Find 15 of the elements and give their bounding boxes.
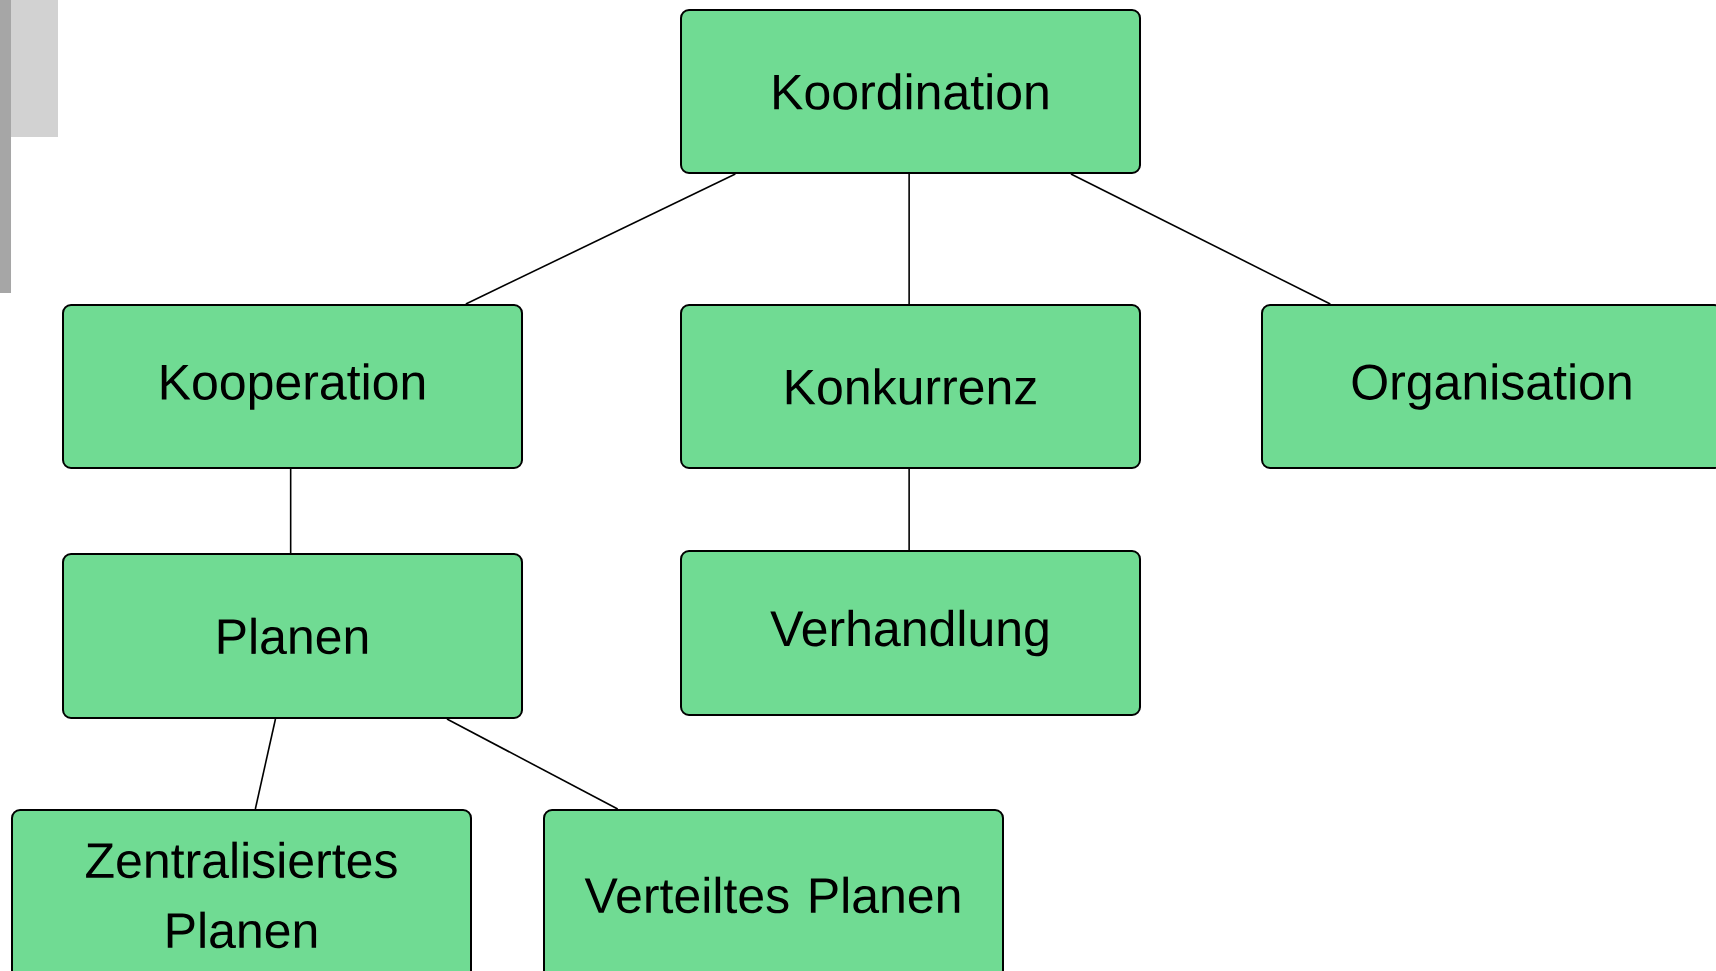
connector-line [1070,173,1332,305]
connector-line [908,468,910,551]
connector-line [908,173,910,305]
connector-line [446,718,619,810]
process-box: Zentralisiertes Planen [11,809,472,971]
process-box: Planen [62,553,523,719]
connector-line [254,718,277,810]
process-box: Konkurrenz [680,304,1141,469]
connector-line [465,173,737,305]
process-box: Verteiltes Planen [543,809,1004,971]
process-box: Verhandlung [680,550,1141,716]
connector-line [289,468,292,554]
process-box: Kooperation [62,304,523,469]
process-box: Koordination [680,9,1141,174]
process-box: Organisation [1261,304,1716,469]
